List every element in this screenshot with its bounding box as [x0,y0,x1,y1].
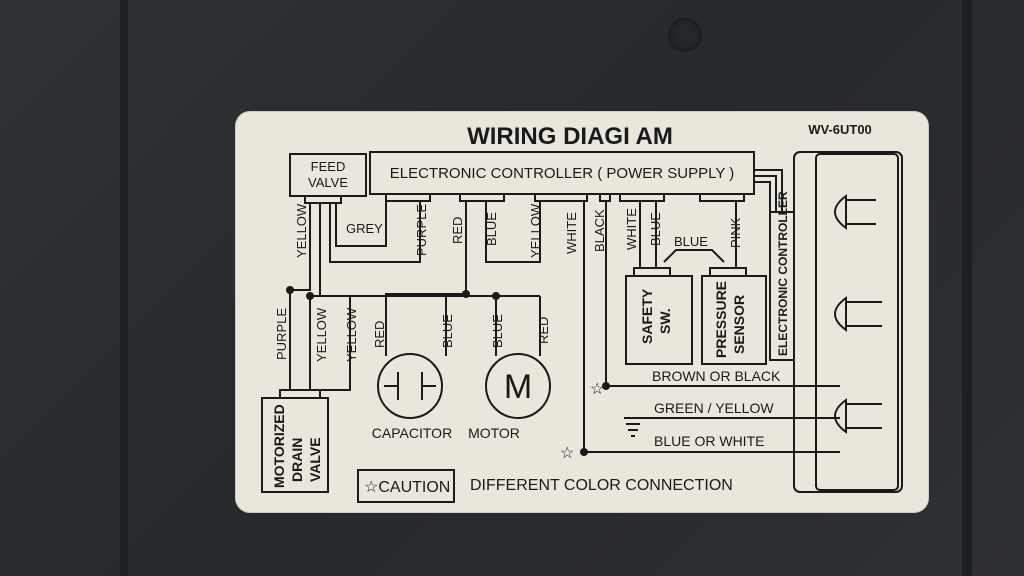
safety-switch-label-2: SW. [657,308,673,334]
wire-label-yellow-top: YELLOW [528,203,543,258]
capacitor-symbol [377,353,443,419]
screw-head [668,18,702,52]
wiring-label [236,112,928,512]
drain-valve-label-2: DRAIN [289,438,305,482]
wire-label-green-yellow: GREEN / YELLOW [654,400,774,416]
wire-label-purple-top: PURPLE [414,204,429,256]
drain-valve-label-1: MOTORIZED [271,404,287,488]
motor-label: MOTOR [468,425,520,441]
wire-label-purple-left: PURPLE [274,308,289,360]
wire-label-yellow-left-1: YELLOW [314,307,329,362]
wire-label-blue-cap: BLUE [440,314,455,348]
wire-label-blue-sensor: BLUE [648,212,663,246]
safety-switch-label-1: SAFETY [639,288,655,344]
panel-edge-right [962,0,972,576]
caution-star-1: ☆ [590,381,604,398]
wire-label-yellow-feed: YELLOW [294,203,309,258]
wire-label-blue-or-white: BLUE OR WHITE [654,433,764,449]
wire-label-red-cap: RED [372,321,387,348]
wire-label-white-sensor: WHITE [624,208,639,250]
caution-note: DIFFERENT COLOR CONNECTION [470,477,733,494]
wire-label-brown-or-black: BROWN OR BLACK [652,368,781,384]
electronic-controller-side-label: ELECTRONIC CONTROLLER [776,191,790,356]
pressure-sensor-label-1: PRESSURE [713,281,729,358]
motor-symbol [485,353,551,419]
caution-box [357,469,455,503]
controller-label: ELECTRONIC CONTROLLER ( POWER SUPPLY ) [390,165,735,182]
pressure-sensor-label-2: SENSOR [731,295,747,354]
capacitor-label: CAPACITOR [372,425,452,441]
wire-label-black: BLACK [592,209,607,252]
caution-label: ☆CAUTION [364,479,450,496]
wire-label-red-motor: RED [536,317,551,344]
drain-valve-label-3: VALVE [307,437,323,482]
caution-star-2: ☆ [560,445,574,462]
diagram-title: WIRING DIAGI AM [467,123,673,150]
wire-label-blue-link: BLUE [674,234,708,249]
wire-label-red-top: RED [450,217,465,244]
wire-label-grey: GREY [346,221,383,236]
feed-valve-label-1: FEED [311,159,346,174]
model-number: WV-6UT00 [808,122,872,137]
panel-edge-left [120,0,128,576]
motor-symbol-letter: M [504,368,532,406]
wire-label-white: WHITE [564,212,579,254]
wire-label-blue-top: BLUE [484,212,499,246]
feed-valve-label-2: VALVE [308,175,348,190]
wire-label-blue-motor: BLUE [490,314,505,348]
wire-label-pink: PINK [728,217,743,248]
wire-label-yellow-left-2: YELLOW [344,307,359,362]
